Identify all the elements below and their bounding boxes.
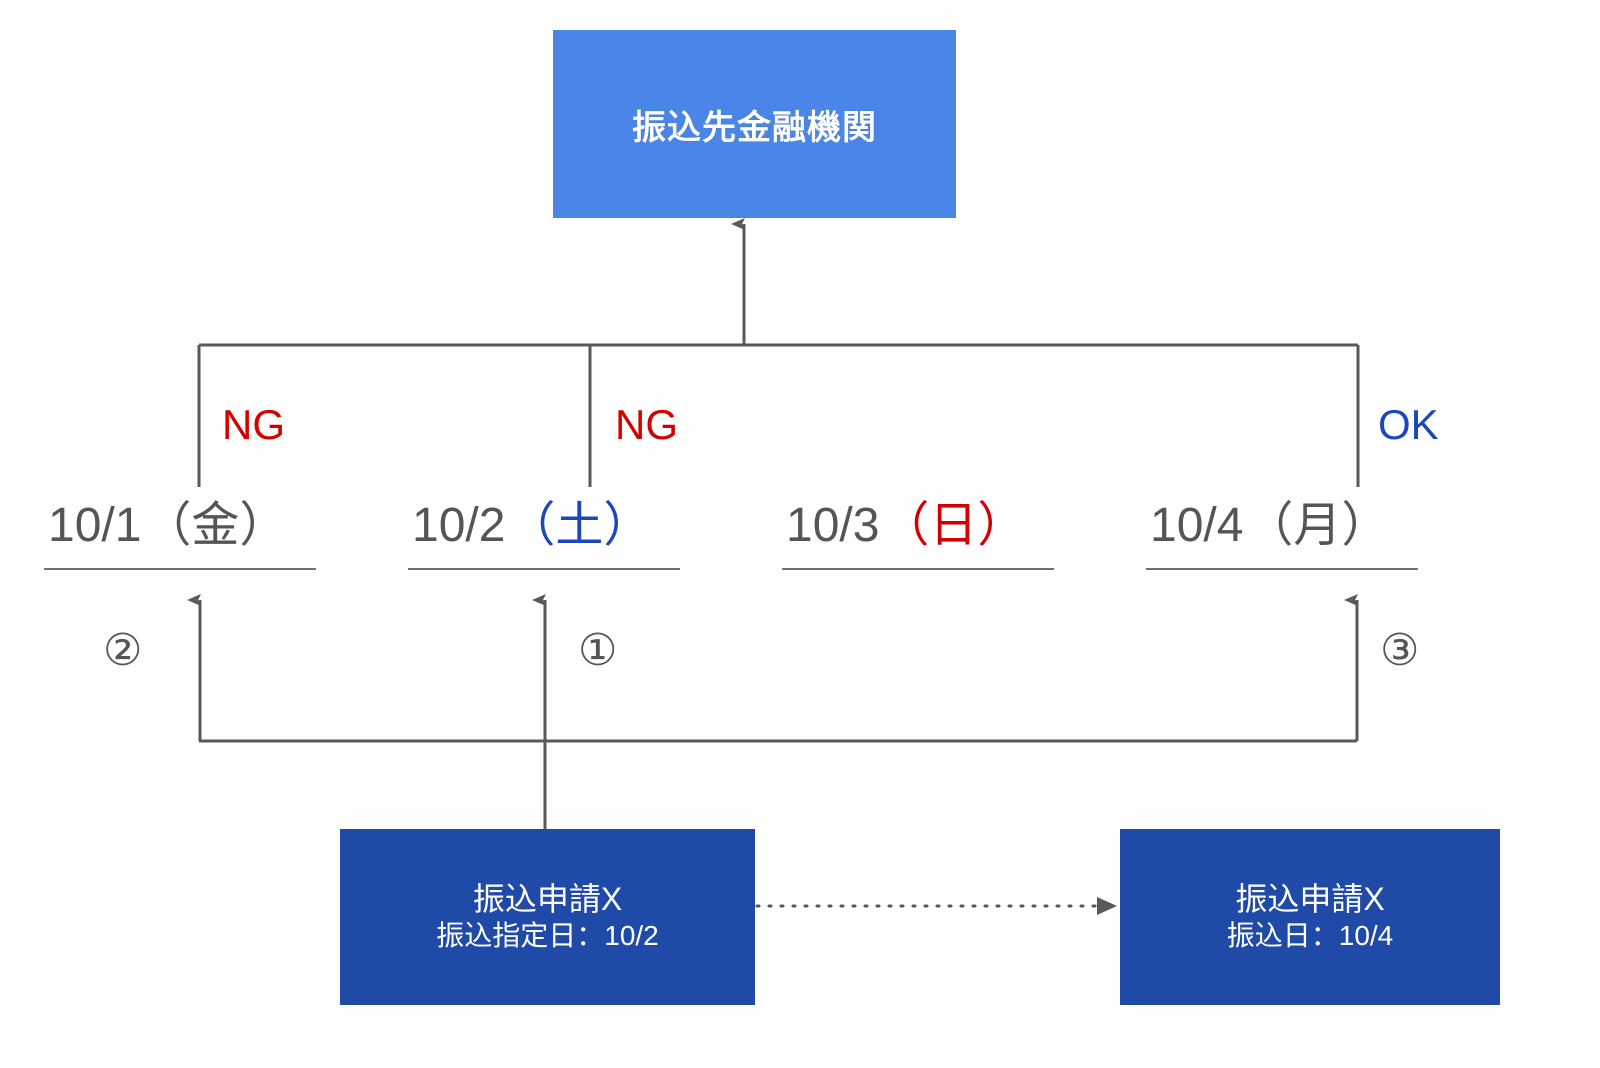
date-10-3-value: 10/3 xyxy=(786,499,880,552)
transfer-request-executed-title: 振込申請X xyxy=(1235,880,1385,917)
flag-ok-10-4: OK xyxy=(1378,401,1439,448)
transfer-request-specified-box: 振込申請X 振込指定日：10/2 xyxy=(340,829,755,1005)
date-10-1: 10/1（金） xyxy=(48,502,287,550)
date-10-4-value: 10/4 xyxy=(1150,499,1244,552)
date-10-4-underline xyxy=(1146,568,1418,570)
date-10-3: 10/3（日） xyxy=(786,502,1025,550)
date-10-2-weekday: （土） xyxy=(507,499,652,552)
transfer-request-executed-box: 振込申請X 振込日：10/4 xyxy=(1120,829,1500,1005)
transfer-request-specified-title: 振込申請X xyxy=(472,880,623,917)
step-marker-3: ③ xyxy=(1380,626,1420,675)
date-10-2: 10/2（土） xyxy=(412,502,651,550)
date-10-1-value: 10/1 xyxy=(48,499,142,552)
bank-box-label: 振込先金融機関 xyxy=(632,108,877,147)
step-marker-2: ② xyxy=(103,626,143,675)
date-10-2-underline xyxy=(408,568,680,570)
date-10-4-weekday: （月） xyxy=(1245,499,1390,552)
date-10-4: 10/4（月） xyxy=(1150,502,1389,550)
bank-box: 振込先金融機関 xyxy=(553,30,956,218)
date-10-2-value: 10/2 xyxy=(412,499,506,552)
transfer-request-executed-subtitle: 振込日：10/4 xyxy=(1226,920,1394,952)
date-10-3-underline xyxy=(782,568,1054,570)
date-10-3-weekday: （日） xyxy=(881,499,1026,552)
flag-ng-10-1: NG xyxy=(222,401,285,448)
date-10-1-underline xyxy=(44,568,316,570)
step-marker-1: ① xyxy=(578,626,618,675)
flag-ng-10-2: NG xyxy=(615,401,678,448)
transfer-request-specified-subtitle: 振込指定日：10/2 xyxy=(436,920,659,952)
date-10-1-weekday: （金） xyxy=(143,499,288,552)
